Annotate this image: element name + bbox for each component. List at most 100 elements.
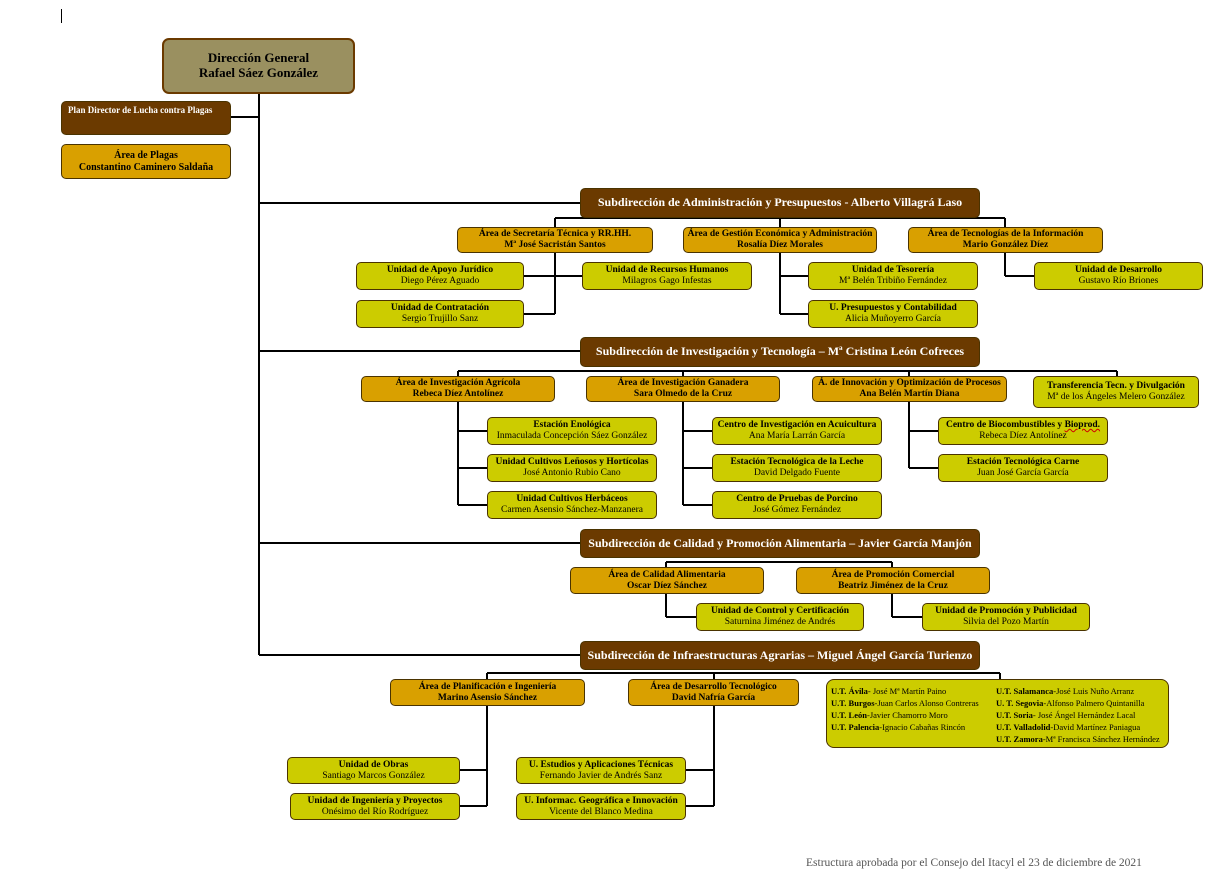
node-name: Fernando Javier de Andrés Sanz xyxy=(539,770,663,781)
node-subdireccion-calidad: Subdirección de Calidad y Promoción Alim… xyxy=(580,529,980,558)
node-unidad-obras: Unidad de Obras Santiago Marcos González xyxy=(287,757,460,784)
node-area-promocion-comercial: Área de Promoción Comercial Beatriz Jimé… xyxy=(796,567,990,594)
node-area-calidad-alimentaria: Área de Calidad Alimentaria Oscar Díez S… xyxy=(570,567,764,594)
node-name: Ana Belén Martín Diana xyxy=(859,389,960,399)
node-name: Gustavo Río Briones xyxy=(1078,276,1159,286)
node-area-plagas: Área de Plagas Constantino Caminero Sald… xyxy=(61,144,231,179)
ut-item: U.T. Soria- José Ángel Hernández Lacal xyxy=(996,710,1136,720)
node-title: Centro de Biocombustibles y Bioprod. xyxy=(946,420,1100,431)
node-name: Santiago Marcos González xyxy=(322,770,425,781)
node-title: Área de Investigación Agrícola xyxy=(395,378,521,389)
node-title: Área de Promoción Comercial xyxy=(831,569,955,580)
node-unidad-control-certificacion: Unidad de Control y Certificación Saturn… xyxy=(696,603,864,631)
node-title: Unidad de Ingeniería y Proyectos xyxy=(307,795,443,806)
node-area-desarrollo-tecnologico: Área de Desarrollo Tecnológico David Naf… xyxy=(628,679,799,706)
node-title: Unidad de Tesorería xyxy=(851,265,935,276)
node-title: Área de Planificación e Ingeniería xyxy=(418,681,557,692)
node-name: Rebeca Díez Antolínez xyxy=(412,389,504,399)
node-name: Rebeca Díez Antolínez xyxy=(979,431,1067,441)
node-name: Rosalía Díez Morales xyxy=(736,240,823,250)
node-title: Dirección General xyxy=(207,50,310,66)
node-title-a: Centro de Biocombustibles y xyxy=(945,420,1063,431)
node-title: Unidad de Recursos Humanos xyxy=(605,265,729,276)
node-name: Juan José García García xyxy=(977,468,1069,478)
node-unidad-presupuestos: U. Presupuestos y Contabilidad Alicia Mu… xyxy=(808,300,978,328)
node-unidad-ingenieria-proyectos: Unidad de Ingeniería y Proyectos Onésimo… xyxy=(290,793,460,820)
node-name: David Delgado Fuente xyxy=(753,468,840,478)
ut-item: U.T. Ávila- José Mª Martín Paino xyxy=(831,686,947,696)
node-title: Subdirección de Infraestructuras Agraria… xyxy=(587,647,973,662)
node-title: Estación Enológica xyxy=(533,420,611,431)
node-area-innovacion-procesos: Á. de Innovación y Optimización de Proce… xyxy=(812,376,1007,402)
ut-item: U.T. Zamora-Mª Francisca Sánchez Hernánd… xyxy=(996,734,1160,744)
node-area-secretaria-tecnica: Área de Secretaría Técnica y RR.HH. Mª J… xyxy=(457,227,653,253)
node-name: Alicia Muñoyerro García xyxy=(844,314,942,324)
node-area-tecnologias-informacion: Área de Tecnologías de la Información Ma… xyxy=(908,227,1103,253)
node-name: Sergio Trujillo Sanz xyxy=(401,314,479,324)
node-name: Oscar Díez Sánchez xyxy=(626,580,708,591)
node-title: Área de Plagas xyxy=(114,150,178,161)
node-title: Unidad de Contratación xyxy=(390,303,490,314)
node-subdireccion-investigacion: Subdirección de Investigación y Tecnolog… xyxy=(580,337,980,367)
node-title: Plan Director de Lucha contra Plagas xyxy=(68,105,213,115)
node-unidad-contratacion: Unidad de Contratación Sergio Trujillo S… xyxy=(356,300,524,328)
node-subdireccion-infraestructuras: Subdirección de Infraestructuras Agraria… xyxy=(580,641,980,670)
footer-note: Estructura aprobada por el Consejo del I… xyxy=(806,857,1142,869)
node-plan-director: Plan Director de Lucha contra Plagas xyxy=(61,101,231,135)
node-name: Constantino Caminero Saldaña xyxy=(78,161,214,173)
node-title: Unidad Cultivos Leñosos y Hortícolas xyxy=(495,457,649,468)
node-title: Área de Desarrollo Tecnológico xyxy=(650,681,777,692)
node-title: Unidad de Apoyo Jurídico xyxy=(386,265,494,276)
node-estacion-carne: Estación Tecnológica Carne Juan José Gar… xyxy=(938,454,1108,482)
node-estacion-enologica: Estación Enológica Inmaculada Concepción… xyxy=(487,417,657,445)
node-name: Saturnina Jiménez de Andrés xyxy=(724,617,836,627)
node-name: David Nafría García xyxy=(671,692,756,703)
node-name: Carmen Asensio Sánchez-Manzanera xyxy=(501,505,643,515)
node-name: Diego Pérez Aguado xyxy=(400,276,480,286)
node-name: Mario González Díez xyxy=(962,240,1049,250)
ut-item: U.T. León-Javier Chamorro Moro xyxy=(831,710,948,720)
ut-item: U.T. Salamanca-José Luis Nuño Arranz xyxy=(996,686,1135,696)
node-unidad-estudios-aplicaciones: U. Estudios y Aplicaciones Técnicas Fern… xyxy=(516,757,686,784)
node-subdireccion-administracion: Subdirección de Administración y Presupu… xyxy=(580,188,980,218)
text-cursor xyxy=(61,9,62,23)
node-title: U. Presupuestos y Contabilidad xyxy=(829,303,957,314)
node-centro-porcino: Centro de Pruebas de Porcino José Gómez … xyxy=(712,491,882,519)
ut-left-column: U.T. Ávila- José Mª Martín Paino U.T. Bu… xyxy=(831,685,979,733)
node-title: Centro de Pruebas de Porcino xyxy=(736,494,858,505)
node-title: Área de Calidad Alimentaria xyxy=(608,569,726,580)
node-title: Unidad Cultivos Herbáceos xyxy=(516,494,628,505)
ut-item: U.T. Burgos-Juan Carlos Alonso Contreras xyxy=(831,698,979,708)
node-name: José Antonio Rubio Cano xyxy=(523,468,621,478)
node-title: Unidad de Obras xyxy=(338,759,409,770)
ut-right-column: U.T. Salamanca-José Luis Nuño Arranz U. … xyxy=(996,685,1160,745)
node-name: Mª José Sacristán Santos xyxy=(504,240,606,250)
ut-item: U. T. Segovia-Alfonso Palmero Quintanill… xyxy=(996,698,1145,708)
node-centro-biocombustibles: Centro de Biocombustibles y Bioprod. Reb… xyxy=(938,417,1108,445)
node-name: Marino Asensio Sánchez xyxy=(437,692,538,703)
node-title: U. Estudios y Aplicaciones Técnicas xyxy=(528,759,674,770)
node-name: Milagros Gago Infestas xyxy=(622,276,712,286)
ut-item: U.T. Valladolid-David Martínez Paniagua xyxy=(996,722,1141,732)
node-title: U. Informac. Geográfica e Innovación xyxy=(524,795,678,806)
node-unidad-tesoreria: Unidad de Tesorería Mª Belén Tribiño Fer… xyxy=(808,262,978,290)
node-name: Mª de los Ángeles Melero González xyxy=(1047,392,1185,402)
node-name: Sara Olmedo de la Cruz xyxy=(633,389,733,399)
node-title: Estación Tecnológica Carne xyxy=(966,457,1080,468)
node-centro-acuicultura: Centro de Investigación en Acuicultura A… xyxy=(712,417,882,445)
node-unidad-apoyo-juridico: Unidad de Apoyo Jurídico Diego Pérez Agu… xyxy=(356,262,524,290)
node-title: Unidad de Desarrollo xyxy=(1075,265,1162,276)
node-name: Rafael Sáez González xyxy=(198,65,319,80)
node-title: Subdirección de Administración y Presupu… xyxy=(597,195,963,210)
node-unidad-promocion-publicidad: Unidad de Promoción y Publicidad Silvia … xyxy=(922,603,1090,631)
node-title: Á. de Innovación y Optimización de Proce… xyxy=(818,378,1001,389)
node-title: Área de Investigación Ganadera xyxy=(617,378,749,389)
node-area-investigacion-agricola: Área de Investigación Agrícola Rebeca Dí… xyxy=(361,376,555,402)
node-direccion-general: Dirección General Rafael Sáez González xyxy=(162,38,355,94)
node-name: Mª Belén Tribiño Fernández xyxy=(839,276,947,286)
node-title: Área de Gestión Económica y Administraci… xyxy=(687,229,873,240)
node-estacion-leche: Estación Tecnológica de la Leche David D… xyxy=(712,454,882,482)
node-title: Unidad de Promoción y Publicidad xyxy=(935,606,1077,617)
node-name: Vicente del Blanco Medina xyxy=(549,806,653,817)
